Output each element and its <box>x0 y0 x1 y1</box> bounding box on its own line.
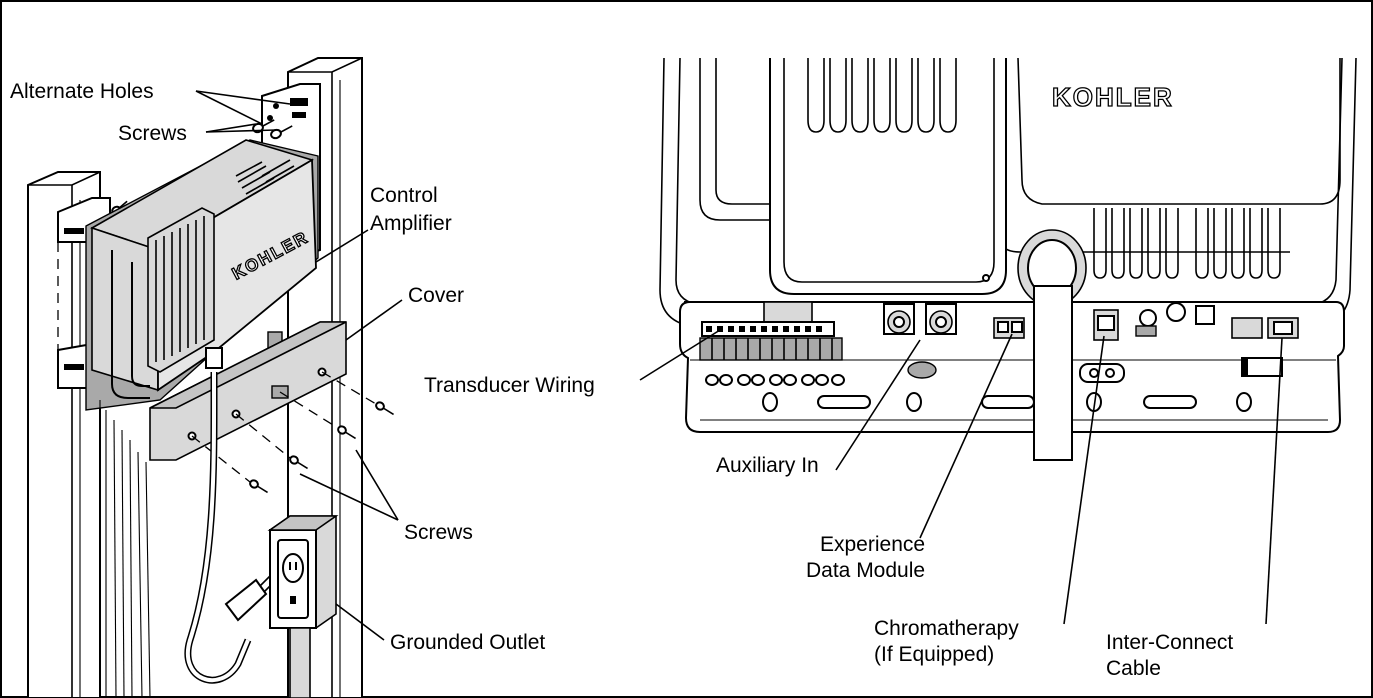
tray-standoffs <box>762 392 1252 412</box>
heat-sink <box>147 207 215 373</box>
terminal-markings <box>705 374 845 386</box>
transducer-wires <box>99 400 151 698</box>
label-cable: Cable <box>1106 657 1161 680</box>
power-cord <box>184 371 275 684</box>
left-leaders <box>195 90 403 641</box>
left-stud <box>27 171 101 698</box>
right-leaders <box>639 329 1283 625</box>
cover-screws <box>191 371 394 494</box>
inter-connect-socket <box>1231 317 1299 377</box>
auxiliary-in-jacks <box>883 303 957 379</box>
label-transducer-wiring: Transducer Wiring <box>424 374 595 397</box>
label-screws-bottom: Screws <box>404 521 473 544</box>
grounded-outlet <box>267 515 339 698</box>
label-screws-top: Screws <box>118 122 187 145</box>
pump-fins <box>807 58 957 133</box>
transducer-terminal-block <box>699 301 845 386</box>
bath-logo: KOHLER <box>1052 82 1174 112</box>
label-chromatherapy: Chromatherapy <box>874 617 1019 640</box>
label-inter-connect: Inter-Connect <box>1106 631 1233 654</box>
chromatherapy-connector <box>1079 309 1125 383</box>
board-components <box>1135 302 1215 337</box>
right-vent-fins <box>1093 208 1281 279</box>
vent-slots <box>235 159 295 195</box>
label-cover: Cover <box>408 284 464 307</box>
label-if-equipped: (If Equipped) <box>874 643 994 666</box>
label-experience: Experience <box>820 533 925 556</box>
label-control: Control <box>370 184 438 207</box>
label-data-module: Data Module <box>806 559 925 582</box>
right-bath-view: KOHLER <box>424 57 1357 680</box>
left-installation-view: KOHLER <box>10 57 545 698</box>
experience-data-module-port <box>993 317 1025 339</box>
label-alternate-holes: Alternate Holes <box>10 80 154 103</box>
inter-connect-grommet <box>1017 229 1087 461</box>
label-amplifier: Amplifier <box>370 212 452 235</box>
control-amplifier: KOHLER <box>85 139 319 411</box>
control-board-tray <box>679 229 1345 461</box>
label-grounded-outlet: Grounded Outlet <box>390 631 545 654</box>
pump-housing <box>769 58 1007 295</box>
label-auxiliary-in: Auxiliary In <box>716 454 819 477</box>
